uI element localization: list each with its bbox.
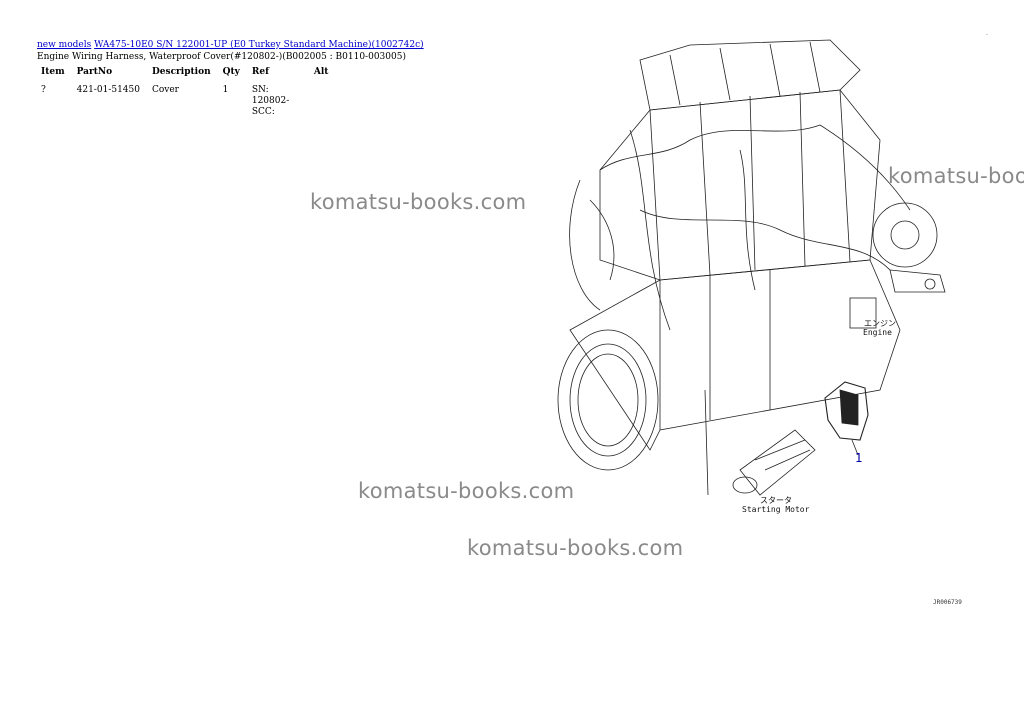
- engine-mount: [889, 269, 946, 293]
- cell-ref: SN: 120802-SCC:: [251, 85, 290, 117]
- page-subtitle: Engine Wiring Harness, Waterproof Cover(…: [37, 52, 406, 62]
- wiring-harness-2: [589, 129, 756, 331]
- cell-item: ?: [41, 85, 46, 95]
- cell-qty: 1: [222, 85, 229, 95]
- callout-1[interactable]: 1: [855, 451, 863, 465]
- drawing-code: JR006739: [933, 599, 962, 606]
- flywheel-housing-outer: [557, 329, 659, 471]
- valve-cover: [639, 39, 861, 111]
- engine-label-en: Engine: [863, 328, 892, 337]
- corner-mark: .: [986, 30, 988, 37]
- starting-motor-nose: [732, 476, 758, 494]
- cell-description: Cover: [151, 85, 179, 95]
- header-alt: Alt: [313, 67, 329, 77]
- header-partno: PartNo: [76, 67, 113, 77]
- mount-hole: [924, 278, 936, 290]
- watermark: komatsu-books.com: [888, 164, 1024, 188]
- pulley-hub: [890, 220, 920, 250]
- cell-alt: [308, 83, 335, 120]
- header-description: Description: [151, 67, 211, 77]
- starter-label-en: Starting Motor: [742, 505, 810, 514]
- parts-table: Item PartNo Description Qty Ref Alt ? 42…: [35, 66, 334, 120]
- engine-diagram: [557, 39, 946, 496]
- header-ref: Ref: [251, 67, 269, 77]
- pulley: [872, 202, 938, 268]
- header-qty: Qty: [222, 67, 240, 77]
- waterproof-cover-detail: [839, 389, 859, 426]
- starter-label-jp: スタータ: [760, 496, 792, 505]
- breadcrumb-link-new-models[interactable]: new models: [37, 40, 92, 50]
- valve-cover-rib: [669, 41, 821, 106]
- watermark: komatsu-books.com: [467, 536, 684, 560]
- header-item: Item: [41, 67, 65, 77]
- cell-partno: 421-01-51450: [76, 85, 140, 95]
- connector-box: [849, 297, 877, 329]
- wiring-harness: [569, 124, 911, 311]
- leader-line: [704, 389, 709, 496]
- table-row: ? 421-01-51450 Cover 1 SN: 120802-SCC:: [35, 83, 334, 120]
- starting-motor: [739, 429, 816, 496]
- starting-motor-detail: [754, 439, 811, 471]
- engine-block-line: [659, 270, 771, 430]
- breadcrumb-link-model[interactable]: WA475-10E0 S/N 122001-UP (E0 Turkey Stan…: [94, 40, 424, 50]
- engine-label-jp: エンジン: [864, 319, 896, 328]
- flywheel-housing-inner: [569, 343, 647, 457]
- waterproof-cover: [824, 381, 869, 441]
- cylinder-head-detail: [649, 89, 851, 281]
- watermark: komatsu-books.com: [358, 479, 575, 503]
- callout-leader: [851, 439, 859, 456]
- watermark: komatsu-books.com: [310, 190, 527, 214]
- flywheel-housing-ring: [577, 353, 639, 447]
- breadcrumb: new models WA475-10E0 S/N 122001-UP (E0 …: [37, 40, 424, 50]
- table-header-row: Item PartNo Description Qty Ref Alt: [35, 66, 334, 83]
